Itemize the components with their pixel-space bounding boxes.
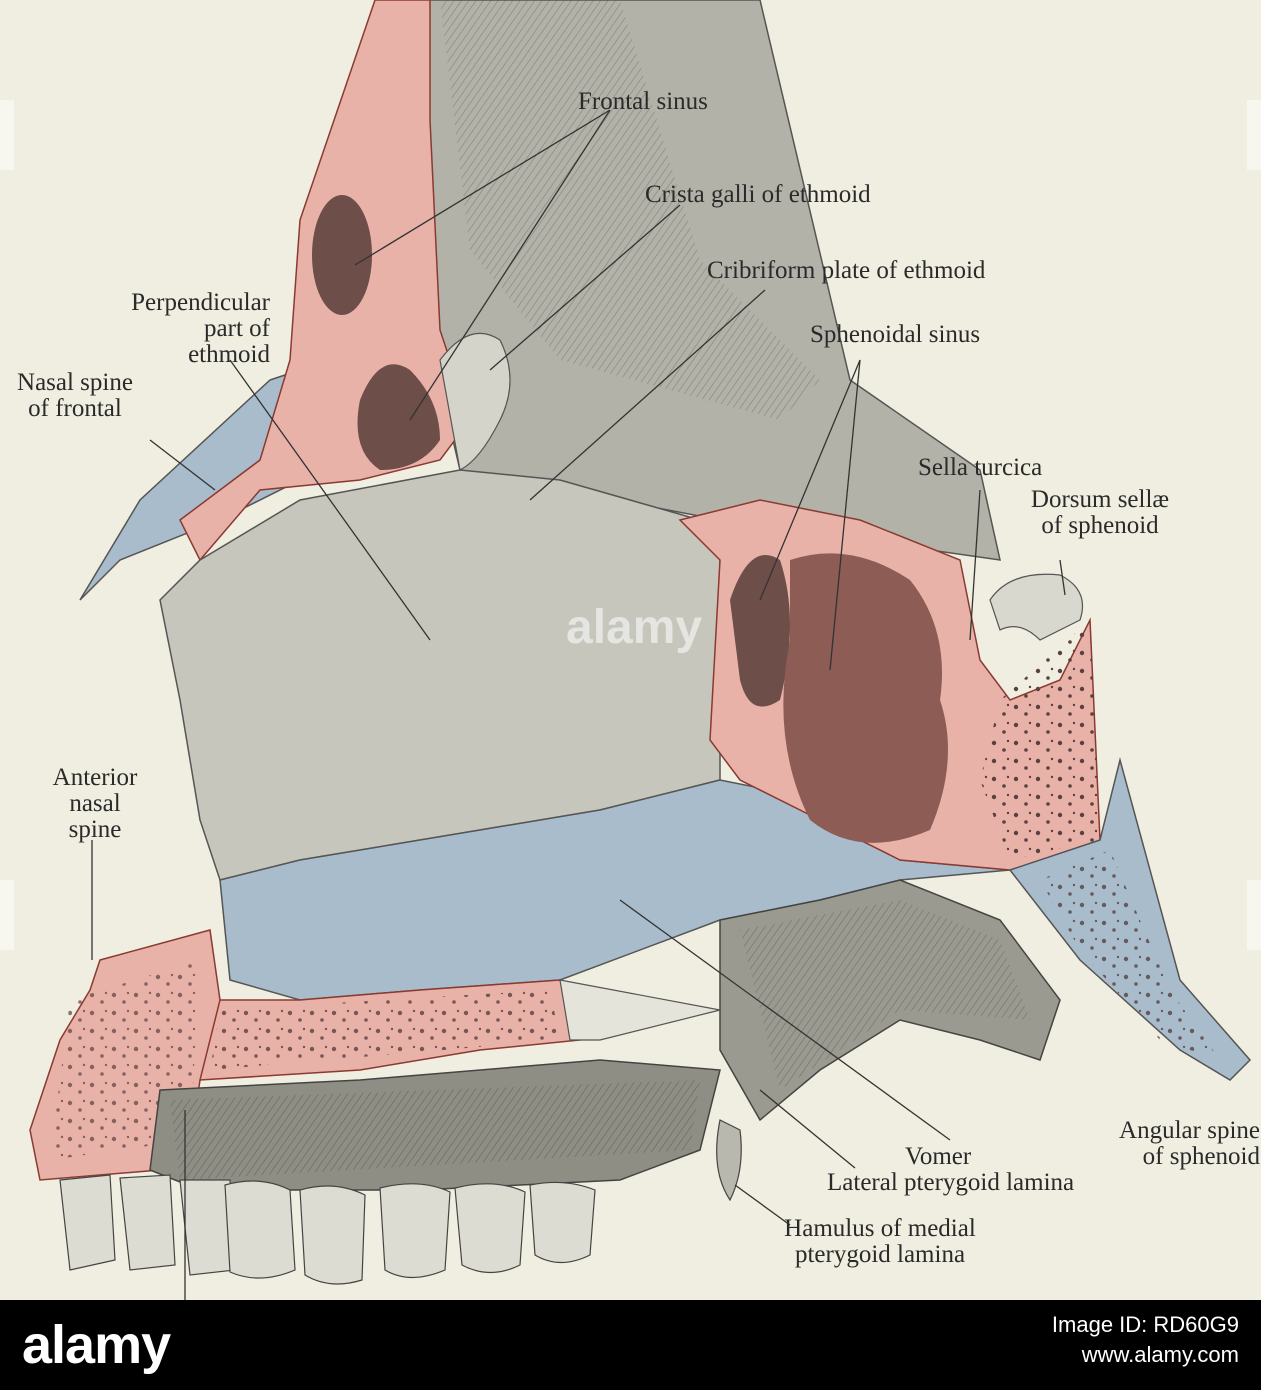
watermark-side-left-bottom: [0, 880, 14, 950]
horizontal-plate-palatine: [559, 979, 721, 1041]
footer-image-id: Image ID: RD60G9: [1051, 1312, 1239, 1337]
palatine-spongy: [210, 990, 560, 1070]
footer-info: Image ID: RD60G9 www.alamy.com: [1052, 1310, 1239, 1370]
label-anterior-nasal-spine: Anterior nasal spine: [52, 764, 138, 843]
watermark-side-right-top: [1247, 100, 1261, 170]
label-dorsum-sellae: Dorsum sellæ of sphenoid: [1030, 486, 1170, 539]
dorsum-sellae: [989, 573, 1084, 641]
footer-url: www.alamy.com: [1081, 1342, 1239, 1367]
frontal-sinus-lower: [357, 364, 440, 470]
alveolar-hatching: [170, 1080, 700, 1180]
footer-logo: alamy: [22, 1315, 171, 1375]
label-nasal-spine-frontal: Nasal spine of frontal: [17, 369, 133, 422]
label-perpendicular-part: Perpendicular part of ethmoid: [131, 289, 270, 368]
label-hamulus: Hamulus of medial pterygoid lamina: [784, 1215, 976, 1268]
hamulus: [716, 1119, 742, 1202]
sphenoid-spongy-bone: [980, 620, 1100, 860]
label-frontal-sinus: Frontal sinus: [578, 88, 708, 115]
basisphenoid-spongy: [1040, 850, 1220, 1060]
frontal-bone-hatching: [440, 0, 820, 420]
watermark-side-right-bottom: [1247, 880, 1261, 950]
frontal-sinus-upper: [312, 195, 372, 315]
label-cribriform-plate: Cribriform plate of ethmoid: [707, 257, 986, 284]
watermark-center: alamy: [566, 601, 703, 654]
sphenoidal-sinus-chamber-1: [730, 555, 790, 707]
sphenoidal-sinus-chamber-2: [783, 553, 948, 843]
leader-lines: [91, 109, 1066, 1300]
footer-bar: alamy Image ID: RD60G9 www.alamy.com: [0, 1300, 1261, 1390]
anatomy-illustration: Frontal sinus Crista galli of ethmoid Cr…: [0, 0, 1261, 1300]
teeth: [59, 1174, 596, 1285]
label-sella-turcica: Sella turcica: [918, 454, 1043, 481]
label-crista-galli: Crista galli of ethmoid: [645, 181, 871, 208]
label-vomer: Vomer: [905, 1143, 972, 1170]
watermark-side-left-top: [0, 100, 14, 170]
label-angular-spine: Angular spine of sphenoid: [1119, 1117, 1260, 1170]
label-lateral-pterygoid: Lateral pterygoid lamina: [827, 1169, 1075, 1196]
skull-sagittal-section: [29, 0, 1252, 1300]
pterygoid-hatching: [740, 900, 1030, 1090]
label-sphenoidal-sinus: Sphenoidal sinus: [810, 321, 981, 348]
